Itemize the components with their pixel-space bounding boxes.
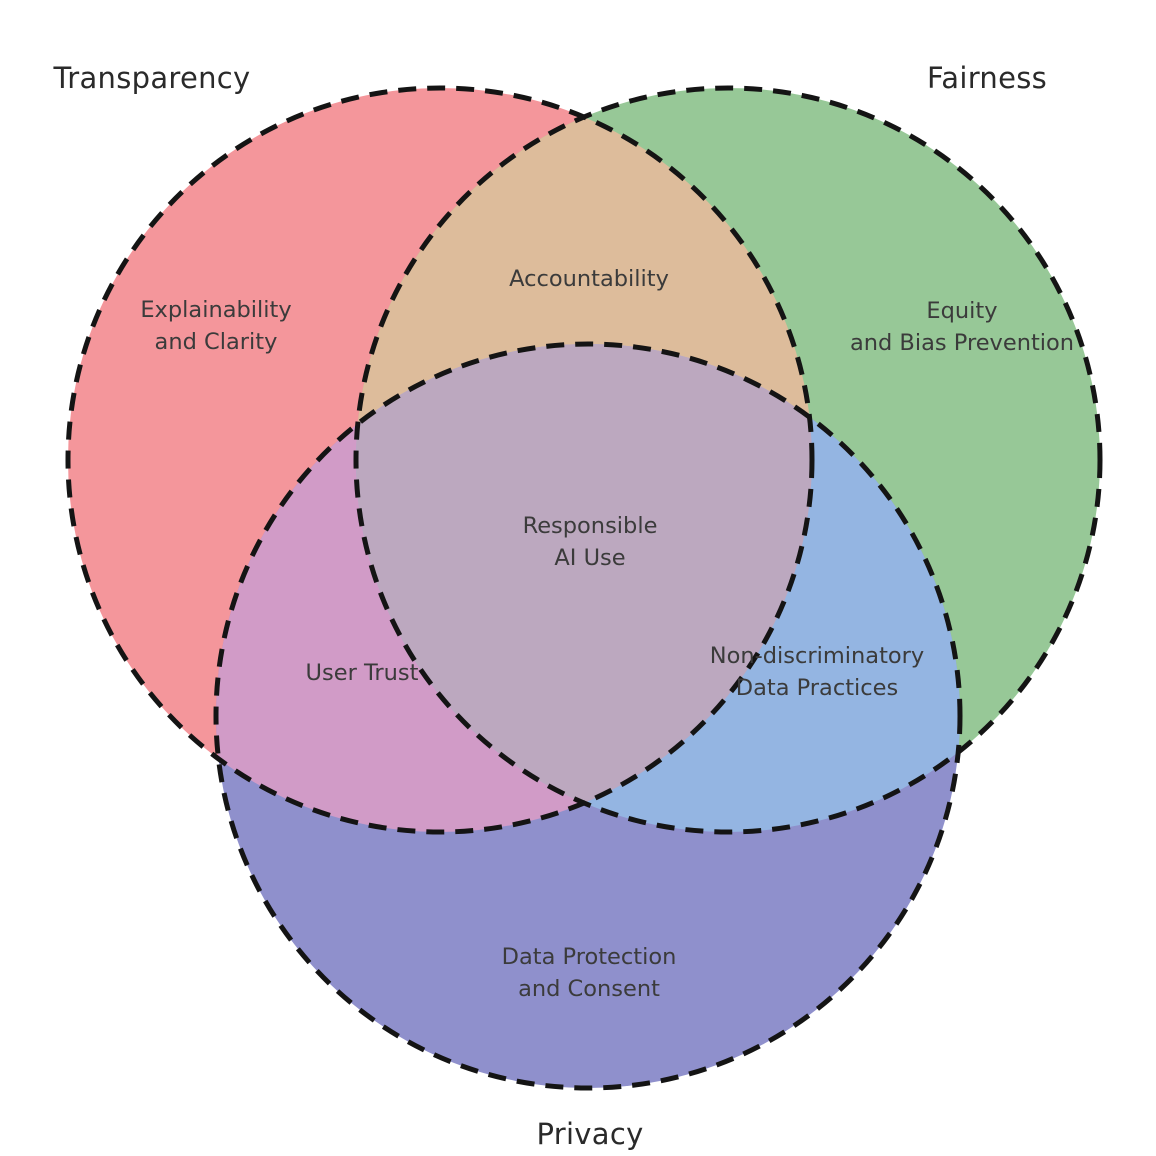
fairness-circle-outline [353,85,1103,835]
privacy-circle-outline [213,341,963,1091]
transparency-circle-outline [65,85,815,835]
center-overlap-region [356,344,812,832]
